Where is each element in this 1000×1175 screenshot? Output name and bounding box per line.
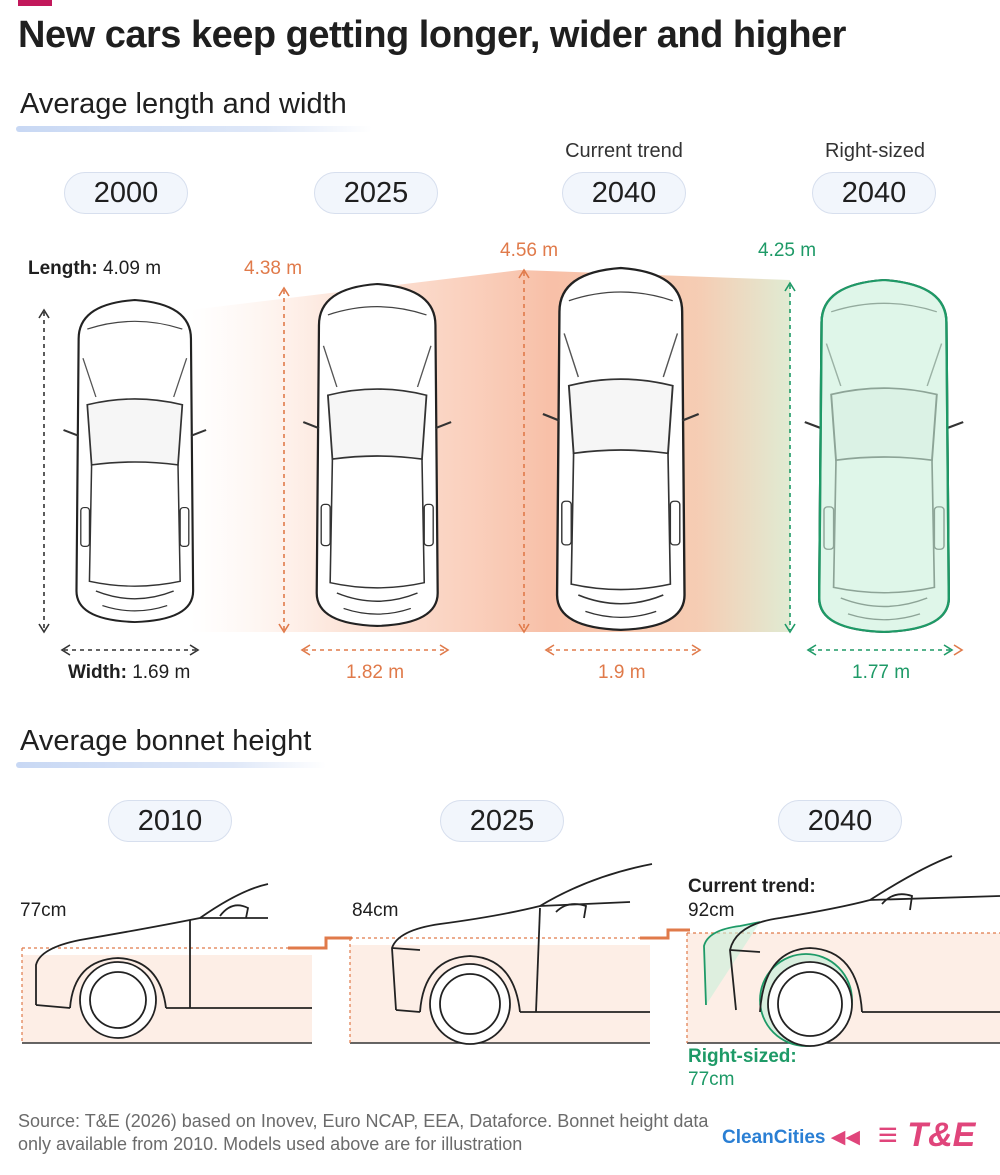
year-pill-2025: 2025: [314, 172, 438, 214]
bonnet-height-2010: 77cm: [20, 900, 67, 921]
accent-bar: [18, 0, 52, 6]
source-note: Source: T&E (2026) based on Inovev, Euro…: [18, 1111, 709, 1154]
length-2000-value: 4.09 m: [102, 258, 162, 279]
length-2040-current: 4.56 m: [500, 240, 559, 261]
section-title-length-width: Average length and width: [20, 88, 347, 120]
length-label: Length:: [28, 258, 98, 279]
bonnet-height-2040-right: 77cm: [688, 1069, 735, 1090]
car-2025-sideview: [391, 863, 653, 1045]
te-logo-text: T&E: [907, 1116, 976, 1154]
length-2040-right: 4.25 m: [758, 240, 817, 261]
bonnet-current-trend-label: Current trend:: [688, 876, 816, 897]
cleancities-logo-text: CleanCities: [722, 1127, 826, 1148]
scenario-right-sized-label: Right-sized: [824, 140, 926, 162]
width-2040-current: 1.9 m: [598, 662, 646, 683]
cleancities-mark-icon: ◀◀: [830, 1127, 860, 1148]
step-connector-2: [640, 928, 690, 940]
growth-band: [190, 270, 790, 632]
length-2000: Length: 4.09 m: [28, 258, 161, 280]
width-2025: 1.82 m: [346, 662, 405, 683]
scenario-current-trend-label: Current trend: [565, 140, 683, 162]
bonnet-height-2025: 84cm: [352, 900, 399, 921]
te-mark-icon: ≡: [878, 1116, 908, 1154]
section-underline: [16, 762, 326, 768]
bonnet-right-sized-label: Right-sized:: [688, 1046, 797, 1067]
length-2025: 4.38 m: [244, 258, 303, 279]
cleancities-logo: CleanCities ◀◀: [722, 1126, 860, 1149]
width-2040-right: 1.77 m: [852, 662, 911, 683]
year-pill-2025-bonnet: 2025: [440, 800, 564, 842]
car-2040-right-topview: [803, 278, 965, 634]
year-pill-2010: 2010: [108, 800, 232, 842]
width-label: Width:: [68, 662, 127, 683]
year-pill-2040-bonnet: 2040: [778, 800, 902, 842]
page-title: New cars keep getting longer, wider and …: [18, 14, 846, 56]
bonnet-height-2040-current: 92cm: [688, 900, 735, 921]
car-2000-topview: [62, 298, 208, 624]
car-2040-sideview: [703, 855, 1000, 1047]
year-pill-2000: 2000: [64, 172, 188, 214]
car-2025-topview: [302, 282, 453, 628]
year-pill-2040-right: 2040: [812, 172, 936, 214]
section-title-bonnet: Average bonnet height: [20, 725, 312, 757]
width-2000-value: 1.69 m: [132, 662, 191, 683]
section-underline: [16, 126, 372, 132]
bonnet-area-2010: [22, 955, 312, 1043]
width-2000: Width: 1.69 m: [68, 662, 190, 684]
car-2040-current-topview: [541, 266, 700, 632]
te-logo: ≡ T&E: [878, 1116, 975, 1155]
car-2010-sideview: [35, 883, 312, 1039]
step-connector-1: [288, 936, 352, 950]
year-pill-2040-current: 2040: [562, 172, 686, 214]
